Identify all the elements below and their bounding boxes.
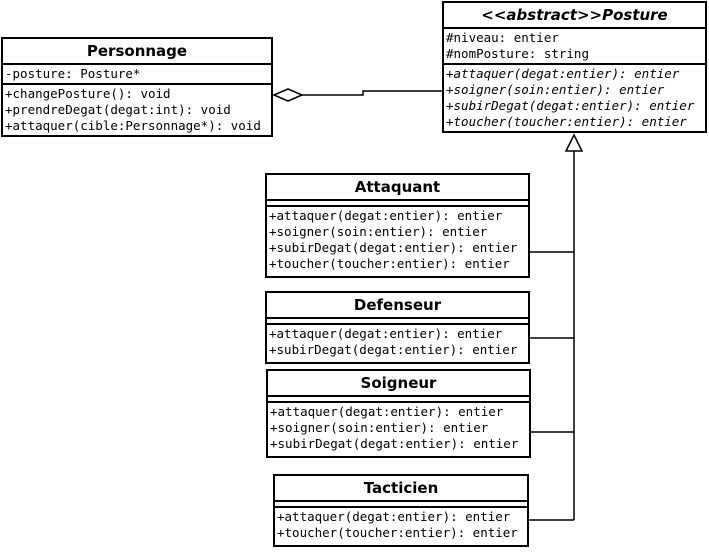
class-attributes	[267, 201, 528, 207]
method: +attaquer(degat:entier): entier	[446, 66, 680, 81]
class-methods: +attaquer(degat:entier): entier +soigner…	[267, 207, 528, 273]
method: +soigner(soin:entier): entier	[269, 224, 488, 239]
method: +toucher(toucher:entier): entier	[269, 256, 510, 271]
method: +attaquer(degat:entier): entier	[277, 509, 511, 524]
class-posture: <<abstract>>Posture #niveau: entier #nom…	[442, 1, 707, 133]
class-attributes: #niveau: entier #nomPosture: string	[444, 29, 705, 65]
class-attaquant: Attaquant +attaquer(degat:entier): entie…	[265, 173, 530, 278]
class-attributes: -posture: Posture*	[3, 65, 271, 85]
method: +soigner(soin:entier): entier	[270, 420, 489, 435]
class-methods: +attaquer(degat:entier): entier +soigner…	[268, 403, 529, 453]
method: +subirDegat(degat:entier): entier	[270, 436, 519, 451]
method: +subirDegat(degat:entier): entier	[446, 98, 695, 113]
method: +soigner(soin:entier): entier	[446, 82, 665, 97]
class-title: <<abstract>>Posture	[444, 3, 705, 29]
method: +attaquer(degat:entier): entier	[270, 404, 504, 419]
class-title: Soigneur	[268, 371, 529, 397]
method: +prendreDegat(degat:int): void	[5, 102, 231, 117]
class-title: Tacticien	[275, 476, 527, 502]
method: +toucher(toucher:entier): entier	[446, 114, 687, 129]
method: +attaquer(cible:Personnage*): void	[5, 118, 261, 133]
method: +attaquer(degat:entier): entier	[269, 208, 503, 223]
class-attributes	[267, 319, 528, 325]
class-defenseur: Defenseur +attaquer(degat:entier): entie…	[265, 291, 530, 364]
method: +subirDegat(degat:entier): entier	[269, 342, 518, 357]
method: +toucher(toucher:entier): entier	[277, 525, 518, 540]
class-soigneur: Soigneur +attaquer(degat:entier): entier…	[266, 369, 531, 458]
class-personnage: Personnage -posture: Posture* +changePos…	[1, 37, 273, 137]
attribute: #niveau: entier	[446, 30, 559, 45]
class-title: Defenseur	[267, 293, 528, 319]
aggregation-line	[302, 90, 442, 96]
aggregation-diamond	[272, 88, 304, 102]
attribute: -posture: Posture*	[5, 66, 141, 81]
inheritance-arrowhead	[564, 133, 584, 152]
class-methods: +attaquer(degat:entier): entier +subirDe…	[267, 325, 528, 359]
class-attributes	[268, 397, 529, 403]
method: +changePosture(): void	[5, 86, 171, 101]
class-methods: +changePosture(): void +prendreDegat(deg…	[3, 85, 271, 135]
class-attributes	[275, 502, 527, 508]
method: +subirDegat(degat:entier): entier	[269, 240, 518, 255]
class-tacticien: Tacticien +attaquer(degat:entier): entie…	[273, 474, 529, 547]
class-methods: +attaquer(degat:entier): entier +toucher…	[275, 508, 527, 542]
attribute: #nomPosture: string	[446, 46, 589, 61]
class-title: Personnage	[3, 39, 271, 65]
class-title: Attaquant	[267, 175, 528, 201]
class-methods: +attaquer(degat:entier): entier +soigner…	[444, 65, 705, 131]
method: +attaquer(degat:entier): entier	[269, 326, 503, 341]
